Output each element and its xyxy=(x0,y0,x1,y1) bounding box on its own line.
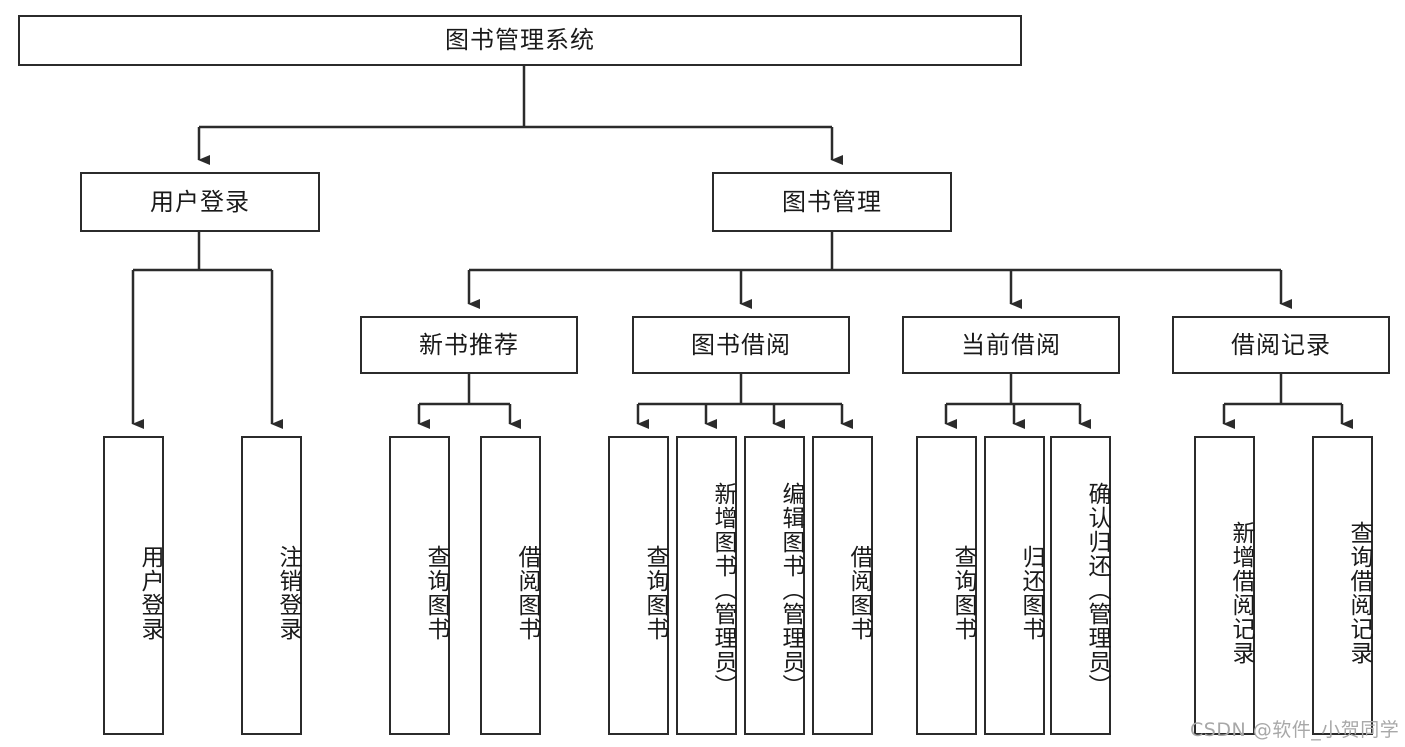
leaf-query-book-2[interactable]: 查询图书 xyxy=(608,436,669,735)
leaf-query-book-3[interactable]: 查询图书 xyxy=(916,436,977,735)
node-book-borrow[interactable]: 图书借阅 xyxy=(632,316,850,374)
leaf-query-book-1[interactable]: 查询图书 xyxy=(389,436,450,735)
leaf-edit-book[interactable]: 编辑图书（管理员） xyxy=(744,436,805,735)
leaf-confirm-return[interactable]: 确认归还（管理员） xyxy=(1050,436,1111,735)
csdn-watermark: CSDN @软件_小贺同学 xyxy=(1190,719,1400,741)
node-root[interactable]: 图书管理系统 xyxy=(18,15,1022,66)
node-current-borrow[interactable]: 当前借阅 xyxy=(902,316,1120,374)
leaf-user-login[interactable]: 用户登录 xyxy=(103,436,164,735)
node-borrow-record[interactable]: 借阅记录 xyxy=(1172,316,1390,374)
leaf-add-book[interactable]: 新增图书（管理员） xyxy=(676,436,737,735)
leaf-borrow-book-1[interactable]: 借阅图书 xyxy=(480,436,541,735)
leaf-borrow-book-2[interactable]: 借阅图书 xyxy=(812,436,873,735)
leaf-query-record[interactable]: 查询借阅记录 xyxy=(1312,436,1373,735)
leaf-return-book[interactable]: 归还图书 xyxy=(984,436,1045,735)
node-book-management[interactable]: 图书管理 xyxy=(712,172,952,232)
leaf-logout-login[interactable]: 注销登录 xyxy=(241,436,302,735)
node-user-login[interactable]: 用户登录 xyxy=(80,172,320,232)
leaf-add-record[interactable]: 新增借阅记录 xyxy=(1194,436,1255,735)
node-new-book-recommend[interactable]: 新书推荐 xyxy=(360,316,578,374)
